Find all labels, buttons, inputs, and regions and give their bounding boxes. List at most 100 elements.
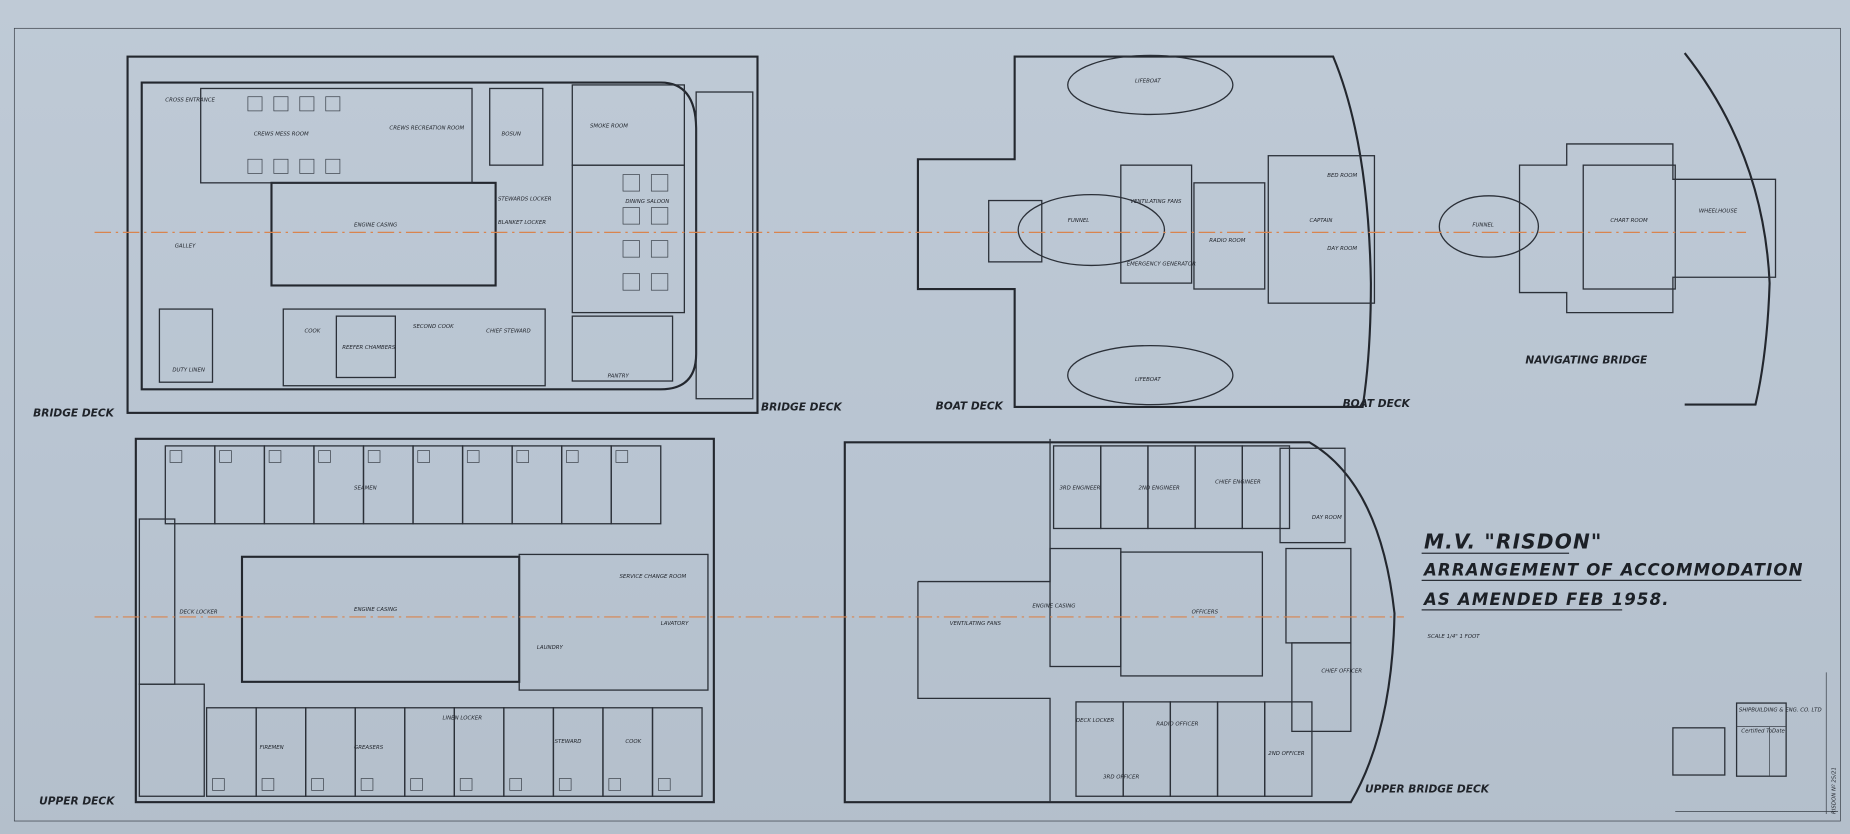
room-label: 2ND ENGINEER (1139, 486, 1180, 492)
room-label: 3RD ENGINEER (1059, 486, 1100, 492)
upper-engine-casing (240, 555, 521, 683)
cabin-outline (273, 96, 289, 112)
cabin-outline (1216, 701, 1266, 797)
boat-deck-plan: LIFEBOAT LIFEBOAT FUNNEL VENTILATING FAN… (916, 54, 1376, 409)
cabin-outline (138, 683, 205, 797)
cabin-outline (354, 707, 406, 797)
cabin-outline (552, 707, 604, 797)
cabin-outline (658, 778, 671, 791)
funnel-shape (1017, 193, 1166, 267)
room-label: LIFEBOAT (1135, 377, 1161, 383)
cabin-outline (615, 450, 629, 463)
room-label: SECOND COOK (413, 324, 454, 330)
room-label: COOK (305, 329, 321, 335)
cabin-outline (511, 445, 563, 525)
room-label: CHIEF OFFICER (1321, 668, 1362, 674)
cabin-outline (268, 450, 282, 463)
title-block-heading: SHIPBUILDING & ENG. CO. LTD (1739, 707, 1822, 713)
cabin-outline (650, 240, 669, 258)
cabin-outline (516, 450, 529, 463)
lifeboat-shape (1067, 54, 1234, 116)
cabin-outline (651, 707, 703, 797)
room-label: SERVICE CHANGE ROOM (619, 574, 686, 580)
room-label: GREASERS (354, 745, 384, 751)
cabin-outline (325, 158, 341, 174)
room-label: STEWARD (555, 739, 582, 745)
room-label: COOK (625, 739, 641, 745)
cabin-outline (261, 778, 275, 791)
room-label: 3RD OFFICER (1103, 775, 1139, 781)
cabin-outline (410, 778, 423, 791)
room-label: OFFICERS (1192, 609, 1219, 615)
room-label: DINING SALOON (625, 199, 669, 205)
room-label: STEWARDS LOCKER (498, 197, 552, 203)
room-label: FUNNEL (1068, 218, 1090, 224)
room-label: WHEELHOUSE (1699, 208, 1738, 214)
room-label: BOSUN (502, 132, 521, 138)
room-label: SEAMEN (354, 486, 377, 492)
room-label: ENGINE CASING (354, 222, 397, 228)
room-label: GALLEY (175, 244, 196, 250)
deck-label: BOAT DECK (936, 399, 1004, 412)
cabin-outline (610, 445, 662, 525)
room-label: CREWS RECREATION ROOM (389, 126, 464, 132)
room-label: DAY ROOM (1327, 246, 1357, 252)
cabin-outline (164, 445, 216, 525)
deck-label: BRIDGE DECK (33, 406, 114, 419)
cabin-outline (205, 707, 257, 797)
cabin-outline (503, 707, 555, 797)
room-label: ENGINE CASING (1032, 604, 1075, 610)
cabin-outline (566, 450, 579, 463)
room-label: DECK LOCKER (179, 609, 217, 615)
room-label: DAY ROOM (1312, 515, 1342, 521)
deck-label: BRIDGE DECK (761, 401, 842, 414)
cabin-outline (1194, 445, 1243, 530)
title-block: SHIPBUILDING & ENG. CO. LTD Certified To… (1672, 672, 1839, 814)
cabin-outline (561, 445, 612, 525)
room-label: RADIO ROOM (1209, 238, 1245, 244)
room-label: PANTRY (608, 373, 630, 379)
room-label: FIREMEN (260, 745, 284, 751)
cabin-outline (417, 450, 430, 463)
drawing-amendment: AS AMENDED FEB 1958. (1422, 590, 1670, 609)
cabin-outline (466, 450, 480, 463)
cabin-outline (1285, 547, 1352, 644)
room-label: EMERGENCY GENERATOR (1127, 261, 1196, 267)
cabin-outline (608, 778, 622, 791)
room-label: LAUNDRY (537, 645, 564, 651)
deck-label: UPPER BRIDGE DECK (1365, 783, 1490, 796)
cabin-outline (214, 445, 266, 525)
cabin-outline (622, 273, 640, 291)
cabin-outline (650, 207, 669, 225)
title-block-date: Date (1772, 729, 1786, 735)
cabin-outline (247, 96, 263, 112)
room-label: FUNNEL (1472, 222, 1494, 228)
title-block-cert: Certified To (1741, 729, 1773, 735)
room-label: CREWS MESS ROOM (254, 132, 309, 138)
bridge-deck-plan: CREWS MESS ROOM CREWS RECREATION ROOM EN… (126, 55, 759, 414)
cabin-outline (219, 450, 232, 463)
cabin-outline (299, 96, 315, 112)
room-label: LAVATORY (661, 621, 689, 627)
cabin-outline (622, 174, 640, 192)
boat-deck-outline (916, 55, 1372, 409)
room-label: ENGINE CASING (354, 607, 397, 613)
room-label: DUTY LINEN (172, 368, 205, 374)
cabin-outline (311, 778, 324, 791)
margin-note: RISDON Nº 25/21 (1831, 767, 1838, 814)
cabin-outline (650, 273, 669, 291)
deck-label: NAVIGATING BRIDGE (1525, 353, 1648, 366)
scale-note: SCALE 1/4" 1 FOOT (1428, 634, 1481, 640)
drawing-subtitle: ARRANGEMENT OF ACCOMMODATION (1422, 561, 1804, 580)
cabin-outline (461, 445, 513, 525)
cabin-outline (299, 158, 315, 174)
navigating-bridge-plan: FUNNEL CHART ROOM WHEELHOUSE (1438, 52, 1777, 406)
cabin-outline (1075, 701, 1124, 797)
room-label: CROSS ENTRANCE (165, 97, 215, 103)
room-label: LINEN LOCKER (443, 716, 483, 722)
cabin-outline (509, 778, 522, 791)
cabin-outline (1169, 701, 1219, 797)
cabin-outline (305, 707, 356, 797)
